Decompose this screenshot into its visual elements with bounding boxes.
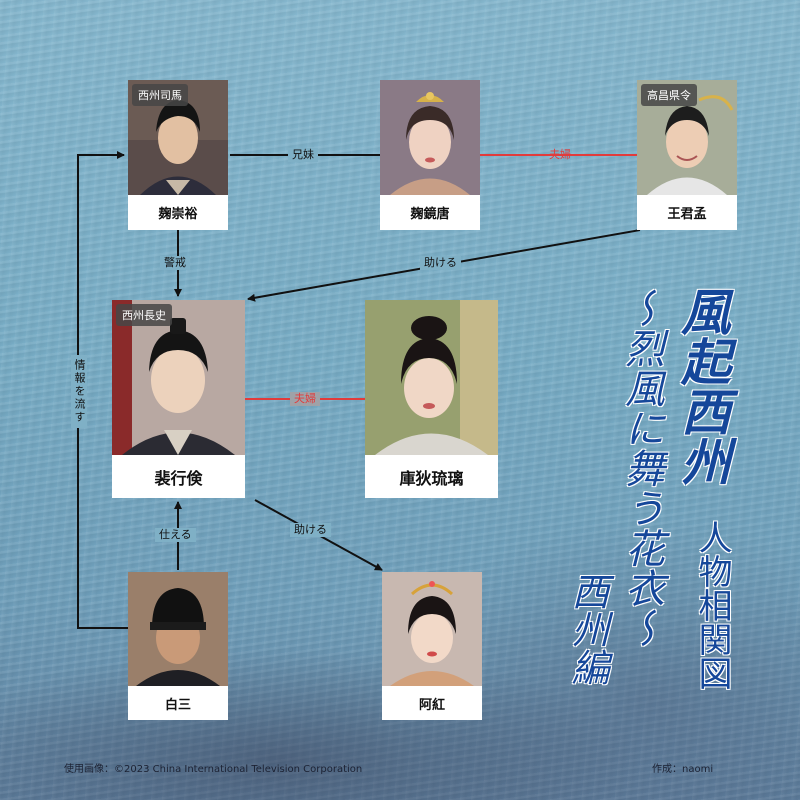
card-kotekiruri[interactable]: 庫狄琉璃 xyxy=(365,300,498,498)
label-help-2: 助ける xyxy=(290,523,331,537)
role-tag: 高昌県令 xyxy=(641,84,697,106)
name-haikouken: 裴行倹 xyxy=(112,455,245,498)
name-kotekiruri: 庫狄琉璃 xyxy=(365,455,498,498)
name-akou: 阿紅 xyxy=(382,686,482,720)
label-couple-2: 夫婦 xyxy=(290,392,320,406)
name-kikukyoutou: 麹鏡唐 xyxy=(380,195,480,230)
card-haikouken[interactable]: 西州長史 裴行倹 xyxy=(112,300,245,498)
title-edition: 西州編 xyxy=(565,572,609,686)
name-oukunmou: 王君孟 xyxy=(637,195,737,230)
role-tag: 西州長史 xyxy=(116,304,172,326)
portrait-photo xyxy=(380,80,480,195)
portrait-photo xyxy=(128,572,228,686)
card-akou[interactable]: 阿紅 xyxy=(382,572,482,720)
name-kikusuyu: 麹崇裕 xyxy=(128,195,228,230)
card-kikusuyu[interactable]: 西州司馬 麹崇裕 xyxy=(128,80,228,230)
title-sub: ～烈風に舞う花衣～ xyxy=(618,288,664,648)
card-hakusan[interactable]: 白三 xyxy=(128,572,228,720)
footer-author: 作成：naomi xyxy=(652,764,714,775)
card-kikukyoutou[interactable]: 麹鏡唐 xyxy=(380,80,480,230)
title-kind: 人物相関図 xyxy=(692,520,732,690)
footer-credit: 使用画像：©2023 China International Televisio… xyxy=(64,764,363,775)
label-info: 情報を流す xyxy=(71,355,87,428)
name-hakusan: 白三 xyxy=(128,686,228,720)
role-tag: 西州司馬 xyxy=(132,84,188,106)
portrait-photo xyxy=(382,572,482,686)
label-siblings: 兄妹 xyxy=(288,148,318,162)
label-help-1: 助ける xyxy=(420,256,461,270)
label-warn: 警戒 xyxy=(160,256,190,270)
label-couple-1: 夫婦 xyxy=(549,148,571,161)
label-serve: 仕える xyxy=(155,528,196,542)
portrait-photo xyxy=(365,300,498,455)
portrait-photo xyxy=(112,300,245,455)
card-oukunmou[interactable]: 高昌県令 王君孟 xyxy=(637,80,737,230)
title-main: 風起西州 xyxy=(673,286,732,486)
